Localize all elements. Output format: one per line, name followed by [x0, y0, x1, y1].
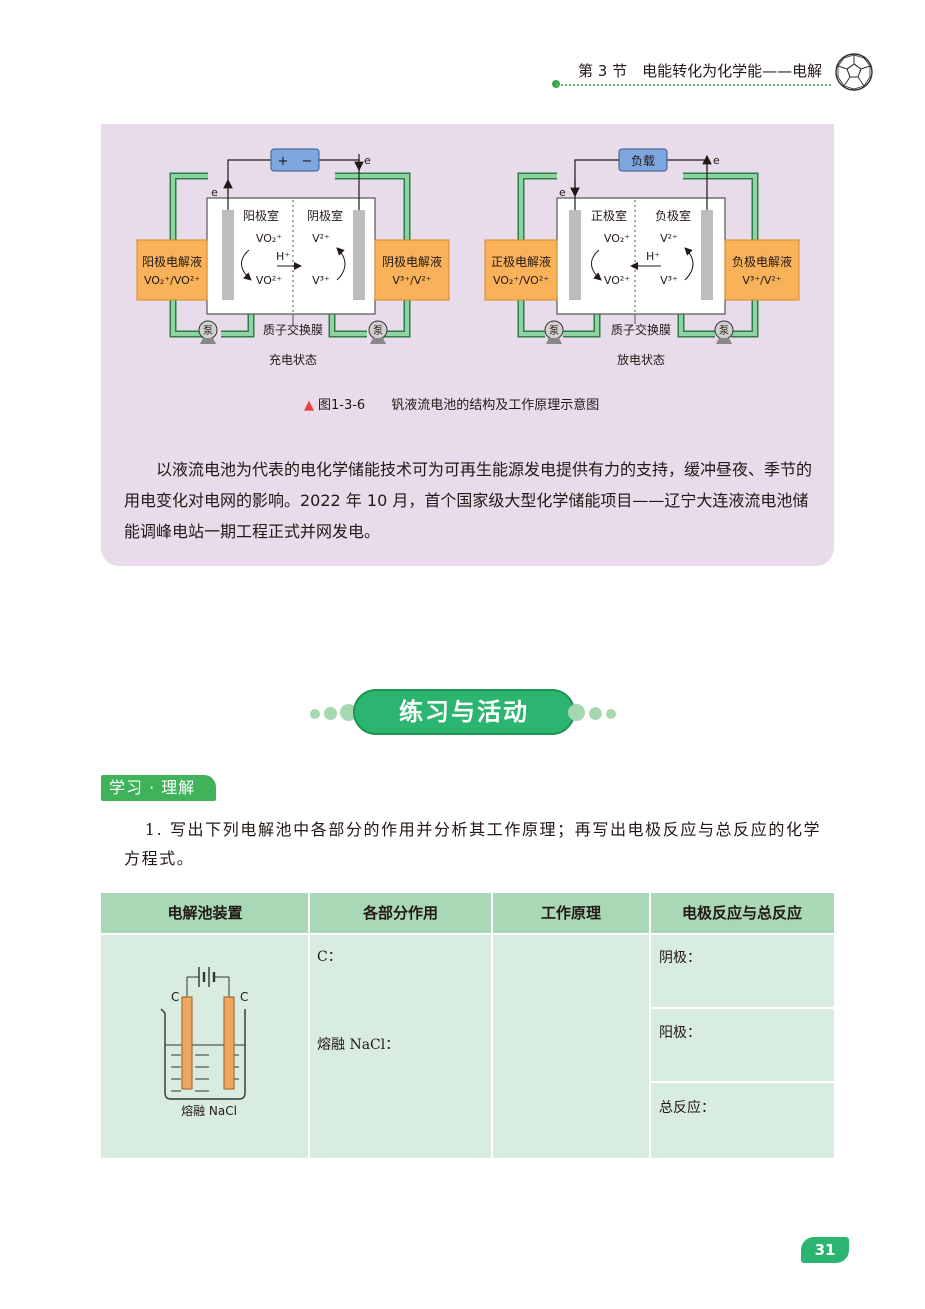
paragraph-text: 以液流电池为代表的电化学储能技术可为可再生能源发电提供有力的支持，缓冲昼夜、季节…	[124, 460, 813, 541]
charging-state-label: 充电状态	[269, 352, 317, 367]
load-label: 负载	[631, 154, 655, 168]
svg-text:泵: 泵	[719, 325, 729, 337]
banner-dot	[589, 707, 602, 720]
left-tank-formula: VO₂⁺/VO²⁺	[144, 274, 200, 287]
page-number: 31	[801, 1237, 849, 1263]
discharging-diagram: 负载 e e 正极室 负极室 VO₂⁺ VO²⁺ V²⁺ V³⁺ H⁺ 正极电解…	[484, 148, 800, 367]
right-tank-title: 负极电解液	[732, 254, 792, 269]
ion-label: VO₂⁺	[256, 232, 282, 245]
membrane-label: 质子交换膜	[611, 322, 671, 337]
banner-dot	[324, 707, 337, 720]
figure-number: 图1-3-6	[318, 398, 366, 413]
electron-right-label: e	[364, 154, 371, 167]
left-tank-title: 阳极电解液	[142, 254, 202, 269]
charging-diagram: + − e e 阳极室 阴极室 VO₂⁺ VO²⁺ V²⁺ V³⁺ H⁺ 阳极电…	[136, 148, 450, 367]
pump-icon: 泵	[714, 320, 734, 344]
fullerene-icon	[835, 53, 873, 91]
info-paragraph: 以液流电池为代表的电化学储能技术可为可再生能源发电提供有力的支持，缓冲昼夜、季节…	[124, 454, 818, 547]
figure-caption: ▲ 图1-3-6 钒液流电池的结构及工作原理示意图	[304, 394, 599, 413]
electron-right-label: e	[713, 154, 720, 167]
ion-label: V²⁺	[660, 232, 678, 245]
reaction-anode: 阳极：	[659, 1025, 701, 1041]
ion-label: VO²⁺	[256, 274, 282, 287]
table-header-row: 电解池装置 各部分作用 工作原理 电极反应与总反应	[101, 893, 834, 933]
pump-icon: 泵	[198, 320, 218, 344]
table-header: 工作原理	[540, 904, 601, 922]
table-header: 各部分作用	[362, 904, 438, 922]
column-divider	[649, 893, 651, 1158]
reaction-cathode: 阴极：	[659, 950, 701, 966]
proton-label: H⁺	[646, 250, 660, 263]
table-header: 电极反应与总反应	[681, 904, 802, 922]
negative-chamber-label: 负极室	[655, 208, 691, 223]
electron-left-label: e	[559, 186, 566, 199]
banner-dot	[606, 709, 616, 719]
electrolysis-cell-diagram: C C 熔融 NaCl	[160, 967, 248, 1118]
row-divider	[651, 1081, 834, 1083]
proton-label: H⁺	[276, 250, 290, 263]
reaction-overall: 总反应：	[659, 1100, 715, 1116]
column-divider	[308, 893, 310, 1158]
electron-left-label: e	[211, 186, 218, 199]
left-tank-formula: VO₂⁺/VO²⁺	[493, 274, 549, 287]
cathode-chamber-label: 阴极室	[307, 208, 343, 223]
positive-chamber-label: 正极室	[591, 208, 627, 223]
electrode-label-left: C	[171, 990, 179, 1004]
left-tank-title: 正极电解液	[491, 254, 551, 269]
pump-icon: 泵	[368, 320, 388, 344]
role-molten-nacl: 熔融 NaCl：	[317, 1037, 400, 1053]
header-divider	[556, 84, 831, 86]
category-tag: 学习 · 理解	[101, 775, 216, 801]
column-divider	[491, 893, 493, 1158]
section-banner: 练习与活动	[353, 689, 575, 735]
section-title: 第 3 节 电能转化为化学能——电解	[578, 62, 823, 80]
row-divider	[101, 933, 834, 935]
electrode-label-right: C	[240, 990, 248, 1004]
ion-label: VO²⁺	[604, 274, 630, 287]
ion-label: V²⁺	[312, 232, 330, 245]
row-divider	[651, 1007, 834, 1009]
pump-icon: 泵	[544, 320, 564, 344]
banner-dot	[340, 704, 357, 721]
banner-dot	[568, 704, 585, 721]
right-tank-formula: V³⁺/V²⁺	[392, 274, 431, 287]
flow-battery-figure: + − e e 阳极室 阴极室 VO₂⁺ VO²⁺ V²⁺ V³⁺ H⁺ 阳极电…	[136, 148, 800, 367]
banner-dot	[310, 709, 320, 719]
right-tank-title: 阴极电解液	[382, 254, 442, 269]
figure-caption-text: 钒液流电池的结构及工作原理示意图	[391, 398, 600, 413]
ion-label: V³⁺	[660, 274, 678, 287]
question-text: 1. 写出下列电解池中各部分的作用并分析其工作原理；再写出电极反应与总反应的化学…	[124, 820, 822, 868]
power-plus-label: +	[278, 154, 289, 169]
svg-text:泵: 泵	[203, 325, 213, 337]
electrolyte-label: 熔融 NaCl	[181, 1103, 237, 1118]
svg-text:泵: 泵	[373, 325, 383, 337]
answer-table: 电解池装置 各部分作用 工作原理 电极反应与总反应 C C	[101, 893, 834, 1158]
ion-label: V³⁺	[312, 274, 330, 287]
role-carbon: C：	[317, 949, 342, 965]
right-tank-formula: V³⁺/V²⁺	[742, 274, 781, 287]
table-header: 电解池装置	[167, 904, 243, 922]
anode-chamber-label: 阳极室	[243, 208, 279, 223]
power-minus-label: −	[302, 154, 313, 169]
caption-triangle-icon: ▲	[304, 398, 314, 413]
question-1: 1. 写出下列电解池中各部分的作用并分析其工作原理；再写出电极反应与总反应的化学…	[124, 815, 836, 873]
discharging-state-label: 放电状态	[617, 352, 665, 367]
ion-label: VO₂⁺	[604, 232, 630, 245]
svg-text:泵: 泵	[549, 325, 559, 337]
membrane-label: 质子交换膜	[263, 322, 323, 337]
